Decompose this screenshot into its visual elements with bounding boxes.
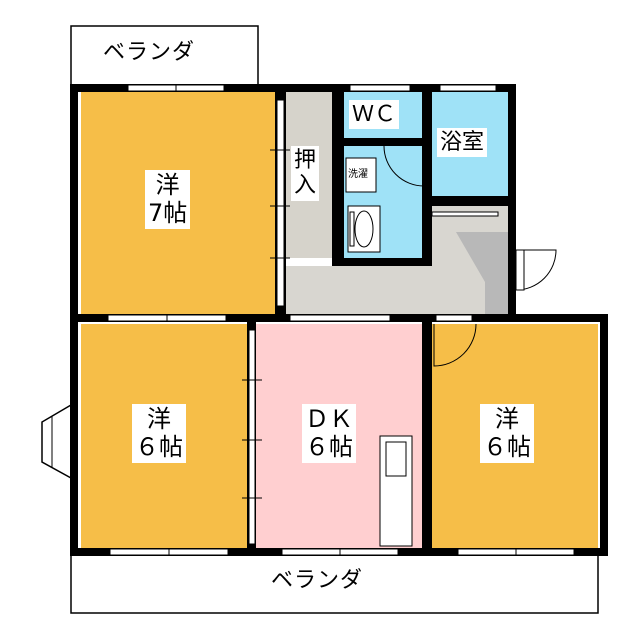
- room-western-6-right-size: ６帖: [483, 432, 531, 461]
- swing-doors: [383, 145, 557, 367]
- oshiire-line2: 入: [294, 173, 317, 199]
- room-western-6-left-type: 洋: [147, 405, 171, 433]
- washer-label: 洗濯: [347, 168, 369, 182]
- room-dk-label: ＤＫ ６帖: [302, 404, 356, 464]
- balcony-top-label: ベランダ: [100, 38, 199, 68]
- room-western-6-right-type: 洋: [495, 405, 519, 433]
- bay-window: [41, 403, 72, 480]
- room-dk-size: ６帖: [305, 432, 353, 461]
- washroom-fixtures: [345, 157, 381, 253]
- wc-label: ＷＣ: [349, 100, 400, 130]
- bath-label: 浴室: [437, 128, 488, 158]
- kitchen-counter: [379, 435, 413, 547]
- hallway: [286, 206, 508, 314]
- entrance: [456, 232, 508, 314]
- oshiire-line1: 押: [294, 148, 317, 173]
- room-western-7-type: 洋: [155, 171, 180, 199]
- room-western-7-label: 洋 7帖: [145, 170, 191, 230]
- room-western-6-left-size: ６帖: [135, 432, 183, 461]
- room-western-7-size: 7帖: [148, 198, 188, 227]
- balcony-bottom-label: ベランダ: [268, 566, 367, 596]
- room-dk-type: ＤＫ: [305, 405, 353, 433]
- room-western-6-right-label: 洋 ６帖: [480, 404, 534, 464]
- oshiire-label: 押 入: [291, 146, 320, 201]
- sliding-doors: [248, 99, 285, 545]
- room-western-6-left-label: 洋 ６帖: [132, 404, 186, 464]
